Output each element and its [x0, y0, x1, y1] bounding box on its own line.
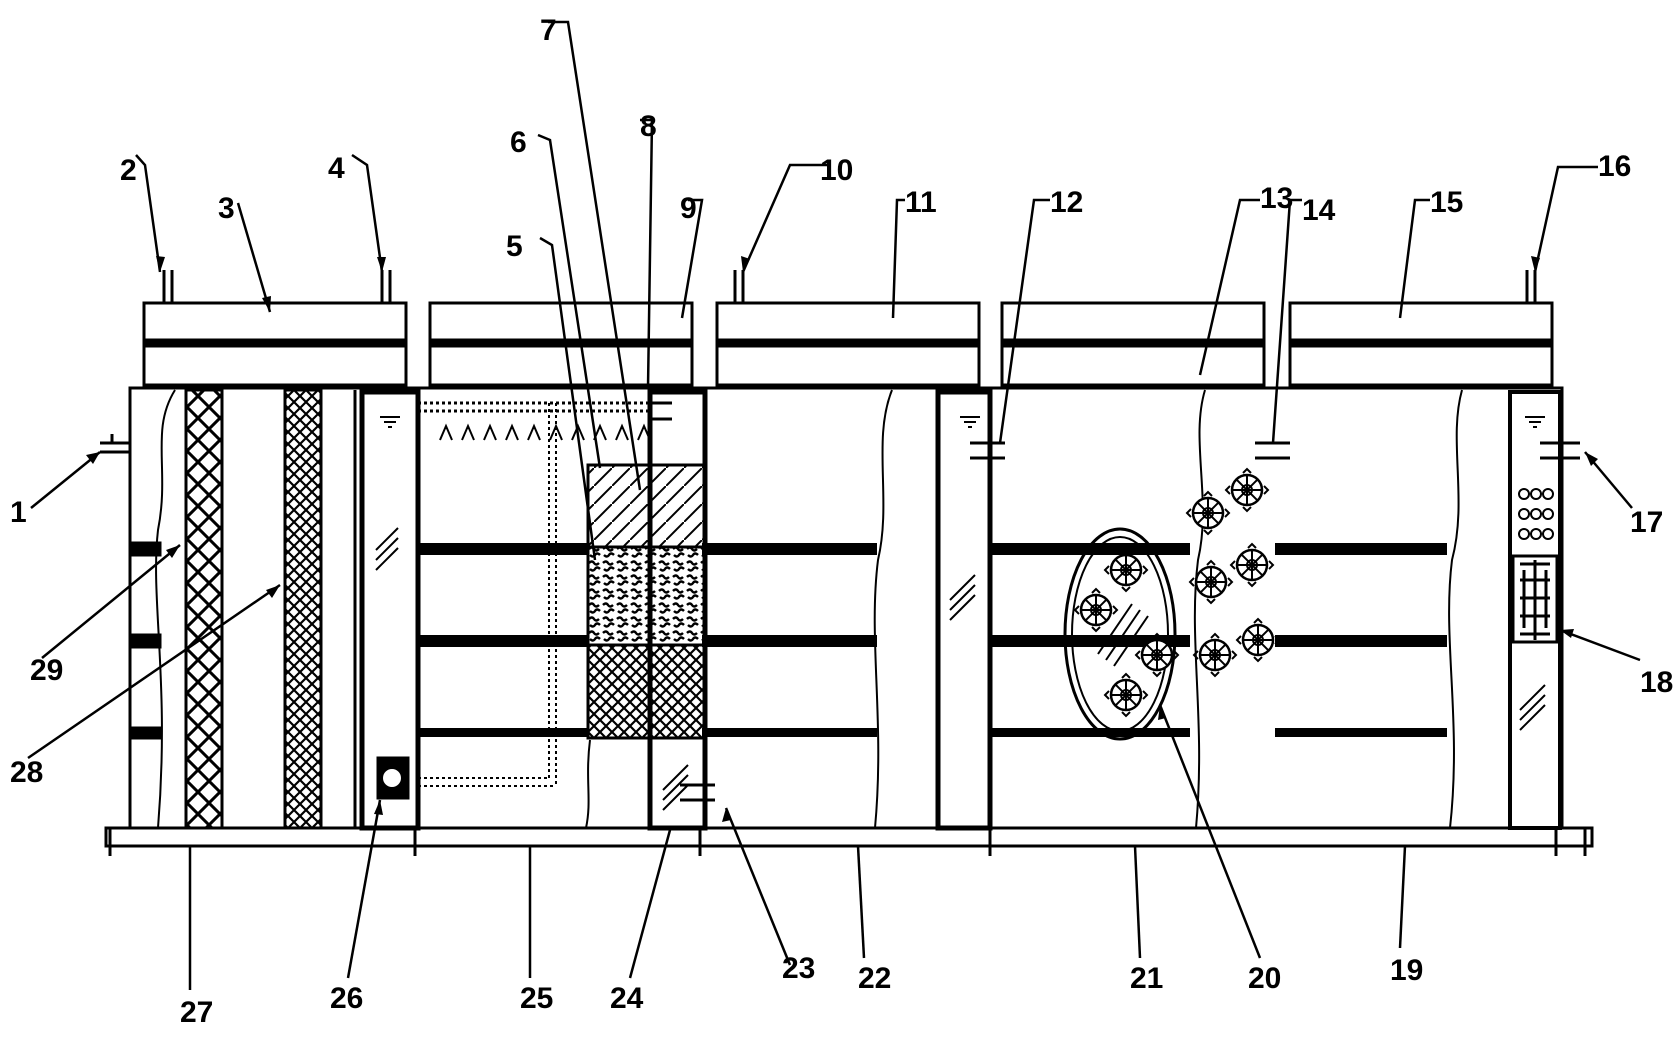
label-19: 19 — [1390, 954, 1423, 987]
label-21: 21 — [1130, 962, 1163, 995]
horizontal-bands — [128, 541, 1447, 740]
media-layer-middle — [586, 545, 706, 647]
label-17: 17 — [1630, 506, 1663, 539]
label-10: 10 — [820, 154, 853, 187]
label-14: 14 — [1302, 194, 1336, 227]
break-lines — [155, 389, 1463, 829]
vent-pipes — [162, 270, 1537, 303]
outlets — [100, 434, 1580, 802]
label-27: 27 — [180, 996, 213, 1029]
rotating-disc-20 — [1063, 527, 1177, 741]
callout-labels: 1 2 3 4 5 6 7 8 9 10 11 12 13 14 15 16 1… — [10, 14, 1673, 1029]
label-11: 11 — [905, 186, 937, 219]
label-28: 28 — [10, 756, 43, 789]
label-12: 12 — [1050, 186, 1083, 219]
label-13: 13 — [1260, 182, 1293, 215]
base-rail — [104, 826, 1594, 848]
label-1: 1 — [10, 496, 27, 529]
label-25: 25 — [520, 982, 553, 1015]
arrowheads — [86, 256, 1598, 822]
media-wheels — [1073, 467, 1281, 718]
label-24: 24 — [610, 982, 644, 1015]
media-layer-lower — [586, 643, 706, 740]
structure — [27, 20, 1641, 990]
spray-line — [418, 401, 672, 787]
label-18: 18 — [1640, 666, 1673, 699]
leader-lines — [27, 20, 1641, 990]
label-6: 6 — [510, 126, 527, 159]
media-balls — [1518, 488, 1554, 540]
media-layer-upper — [586, 463, 706, 549]
label-8: 8 — [640, 110, 657, 143]
label-7: 7 — [540, 14, 557, 47]
label-26: 26 — [330, 982, 363, 1015]
label-15: 15 — [1430, 186, 1463, 219]
label-9: 9 — [680, 192, 697, 225]
main-tank — [128, 386, 1564, 830]
filter-column-28 — [283, 388, 323, 830]
label-16: 16 — [1598, 150, 1631, 183]
base-feet — [108, 828, 1587, 856]
label-2: 2 — [120, 154, 137, 187]
label-22: 22 — [858, 962, 891, 995]
label-23: 23 — [782, 952, 815, 985]
label-3: 3 — [218, 192, 235, 225]
filter-column-29 — [184, 388, 224, 830]
water-level-symbols — [380, 416, 1545, 428]
label-4: 4 — [328, 152, 345, 185]
label-20: 20 — [1248, 962, 1281, 995]
pump-26 — [376, 756, 410, 800]
label-5: 5 — [506, 230, 523, 263]
structured-media-18 — [1511, 554, 1559, 644]
label-29: 29 — [30, 654, 63, 687]
